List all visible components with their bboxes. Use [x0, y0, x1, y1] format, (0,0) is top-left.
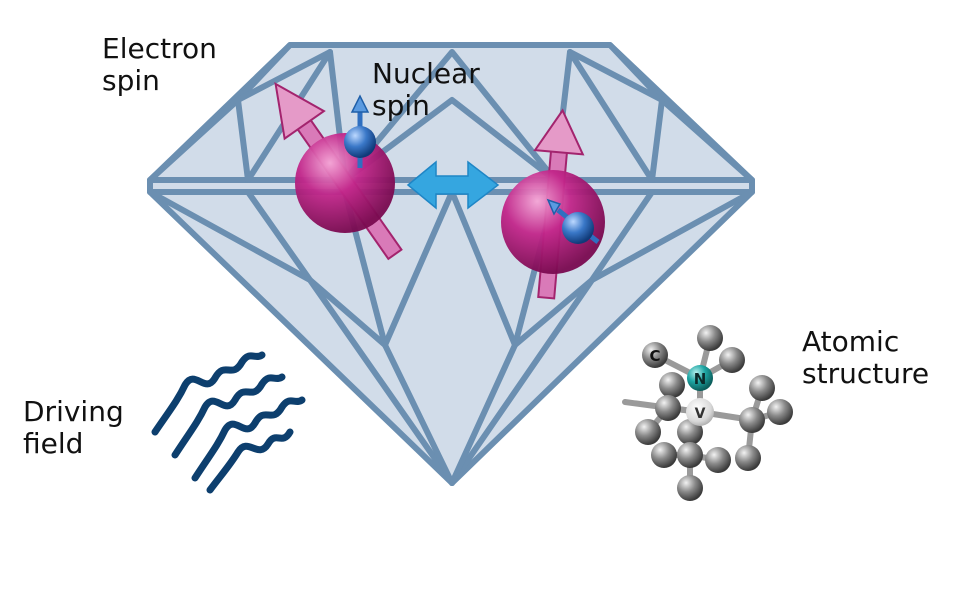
nuclear-spin-left: [344, 94, 376, 168]
vacancy: [686, 398, 714, 426]
electron-sphere-left: [295, 133, 395, 233]
nuclear-spin-label-line: Nuclear: [372, 57, 480, 90]
atom: [739, 407, 765, 433]
atom: [767, 399, 793, 425]
nuclear-spin-right: [546, 198, 600, 244]
atom: [705, 447, 731, 473]
coupling-arrow: [406, 160, 500, 210]
atomic-structure: C N V: [622, 325, 793, 501]
atom: [677, 442, 703, 468]
atom: [655, 395, 681, 421]
atom-nitrogen-label: N: [694, 370, 707, 388]
nuclear-spin-label-line: spin: [372, 89, 430, 122]
driving-field-label-line: field: [23, 427, 84, 460]
electron-spin-label-line: spin: [102, 64, 160, 97]
nuclear-spin-label: Nuclear spin: [372, 58, 480, 122]
atom-carbon-label: C: [649, 347, 660, 365]
electron-spin-label-line: Electron: [102, 32, 217, 65]
atom: [697, 325, 723, 351]
driving-field-waves: [151, 351, 306, 494]
atom: [659, 372, 685, 398]
atom: [635, 419, 661, 445]
atomic-structure-label-line: Atomic: [802, 325, 900, 358]
nucleus-left: [344, 126, 376, 158]
atom-nitrogen: [687, 365, 713, 391]
driving-field-label: Driving field: [23, 396, 124, 460]
atom: [749, 375, 775, 401]
atom: [677, 475, 703, 501]
atom: [719, 347, 745, 373]
atom: [651, 442, 677, 468]
atomic-structure-label: Atomic structure: [802, 326, 929, 390]
atomic-structure-label-line: structure: [802, 357, 930, 390]
driving-field-label-line: Driving: [23, 395, 124, 428]
vacancy-label: V: [695, 406, 706, 422]
electron-sphere-right: [501, 170, 605, 274]
electron-spin-left: [274, 81, 403, 261]
atom: [735, 445, 761, 471]
electron-spin-label: Electron spin: [102, 33, 217, 97]
nucleus-right: [562, 212, 594, 244]
atom-carbon: [642, 342, 668, 368]
electron-spin-right: [501, 108, 605, 300]
